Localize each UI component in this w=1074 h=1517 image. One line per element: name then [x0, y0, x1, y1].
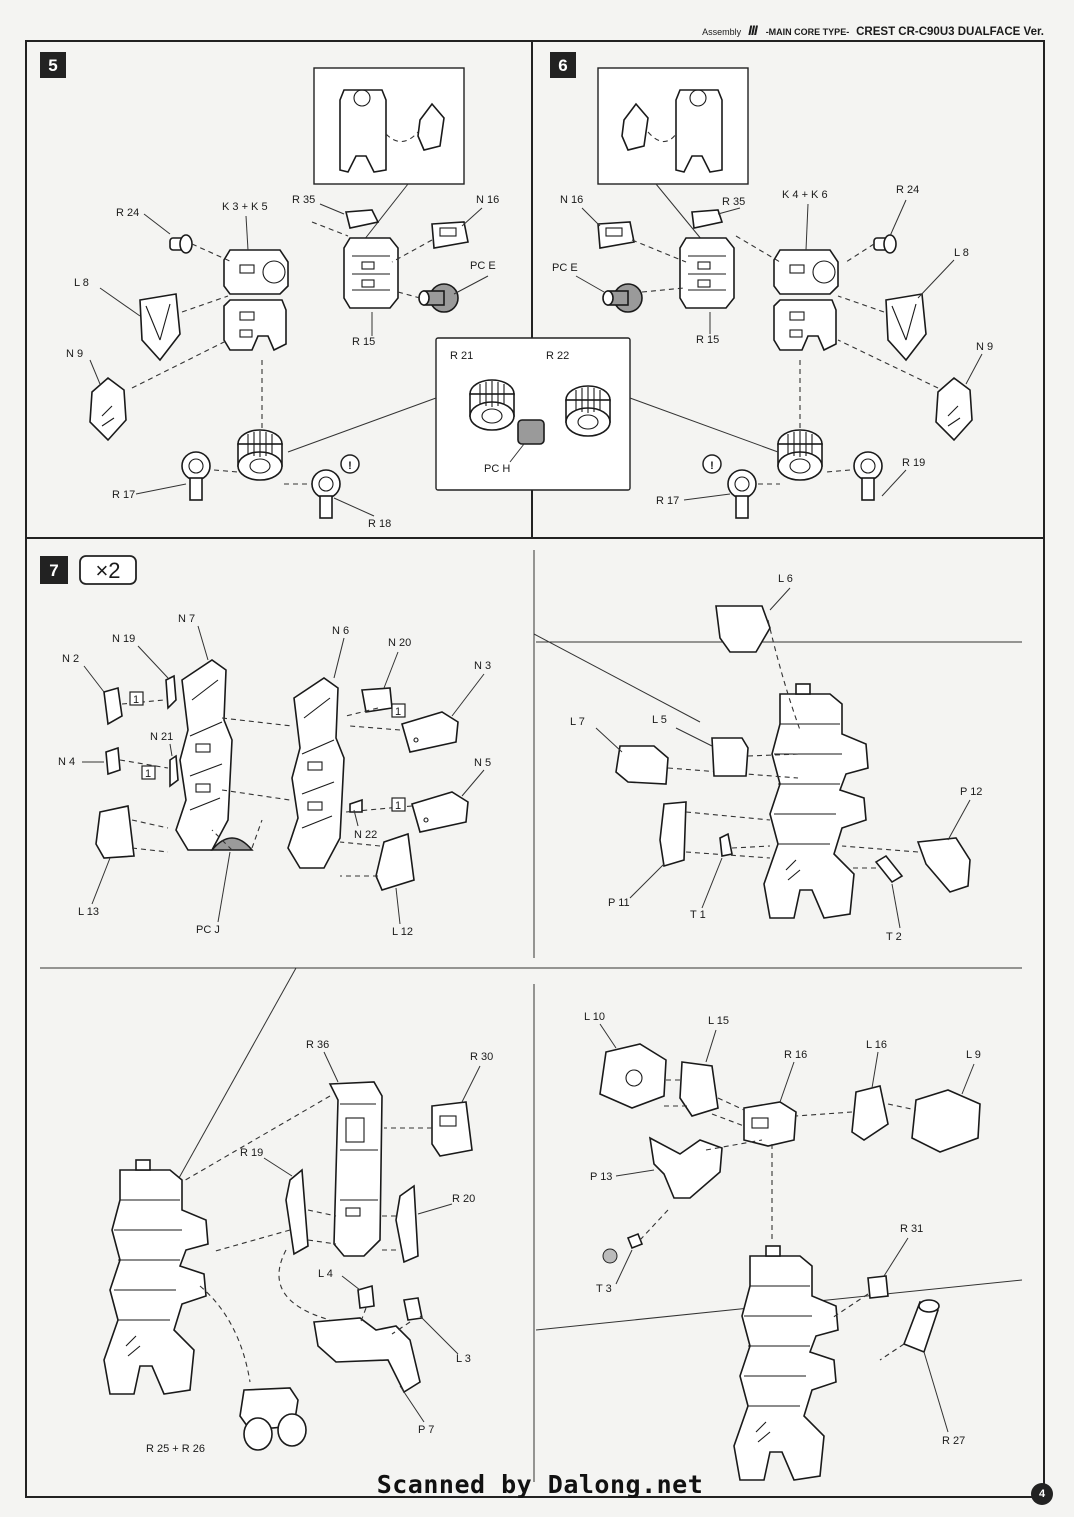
- step-7-multiplier: ×2: [79, 555, 137, 585]
- svg-text:R 16: R 16: [784, 1049, 807, 1061]
- svg-text:R 17: R 17: [112, 489, 135, 501]
- svg-text:P 13: P 13: [590, 1171, 612, 1183]
- svg-text:R 21: R 21: [450, 350, 473, 362]
- svg-text:R 24: R 24: [896, 184, 919, 196]
- svg-text:R 22: R 22: [546, 350, 569, 362]
- step-5-badge: 5: [40, 52, 66, 78]
- svg-text:R 31: R 31: [900, 1223, 923, 1235]
- svg-text:N 4: N 4: [58, 756, 75, 768]
- header-roman: III: [748, 22, 758, 38]
- svg-text:P 7: P 7: [418, 1424, 434, 1436]
- svg-text:7: 7: [49, 561, 58, 580]
- header-core-type: -MAIN CORE TYPE-: [765, 27, 850, 37]
- svg-text:R 17: R 17: [656, 495, 679, 507]
- svg-text:N 16: N 16: [560, 194, 583, 206]
- page-frame: [25, 40, 1045, 1498]
- svg-text:L 15: L 15: [708, 1015, 729, 1027]
- svg-text:L 8: L 8: [954, 247, 969, 259]
- svg-text:T 3: T 3: [596, 1283, 612, 1295]
- svg-text:R 19: R 19: [240, 1147, 263, 1159]
- svg-text:R 15: R 15: [696, 334, 719, 346]
- svg-text:K 4 + K 6: K 4 + K 6: [782, 189, 828, 201]
- svg-text:N 22: N 22: [354, 829, 377, 841]
- svg-text:N 6: N 6: [332, 625, 349, 637]
- svg-text:1: 1: [395, 706, 401, 718]
- svg-text:1: 1: [133, 694, 139, 706]
- svg-text:1: 1: [145, 768, 151, 780]
- svg-text:R 36: R 36: [306, 1039, 329, 1051]
- svg-text:R 35: R 35: [292, 194, 315, 206]
- svg-text:P 11: P 11: [608, 897, 630, 909]
- svg-text:L 16: L 16: [866, 1039, 887, 1051]
- svg-text:N 9: N 9: [66, 348, 83, 360]
- header-model: CREST CR-C90U3 DUALFACE Ver.: [856, 26, 1044, 38]
- svg-text:L 12: L 12: [392, 926, 413, 938]
- svg-text:1: 1: [395, 800, 401, 812]
- scanner-credit: Scanned by Dalong.net: [376, 1470, 704, 1499]
- page-header: Assembly III -MAIN CORE TYPE- CREST CR-C…: [560, 22, 1044, 40]
- svg-text:K 3 + K 5: K 3 + K 5: [222, 201, 268, 213]
- svg-text:5: 5: [48, 56, 57, 75]
- svg-text:N 20: N 20: [388, 637, 411, 649]
- svg-text:L 4: L 4: [318, 1268, 333, 1280]
- svg-text:N 5: N 5: [474, 757, 491, 769]
- svg-text:R 20: R 20: [452, 1193, 475, 1205]
- svg-text:N 21: N 21: [150, 731, 173, 743]
- svg-text:L 5: L 5: [652, 714, 667, 726]
- svg-text:N 7: N 7: [178, 613, 195, 625]
- svg-text:N 19: N 19: [112, 633, 135, 645]
- step-6-panel: ! N 16 R 35 K 4 + K 6 R 24 PC E L 8 R 15…: [552, 67, 993, 519]
- svg-text:R 35: R 35: [722, 196, 745, 208]
- svg-text:×2: ×2: [95, 558, 120, 583]
- step-7-panel-a: 1 1 1 1 N 7 N 19 N 2 N 21 N 4 L 1: [58, 613, 491, 938]
- svg-text:N 9: N 9: [976, 341, 993, 353]
- svg-text:!: !: [710, 460, 714, 472]
- header-assembly: Assembly: [702, 27, 742, 37]
- svg-text:R 27: R 27: [942, 1435, 965, 1447]
- svg-text:PC J: PC J: [196, 924, 220, 936]
- step-6-badge: 6: [550, 52, 576, 78]
- step-7-panel-c: R 36 R 30 R 19 R 20 L 4 L 3 P 7 R 25 + R…: [103, 1039, 493, 1455]
- svg-text:T 2: T 2: [886, 931, 902, 943]
- svg-text:N 16: N 16: [476, 194, 499, 206]
- svg-text:L 9: L 9: [966, 1049, 981, 1061]
- svg-text:L 7: L 7: [570, 716, 585, 728]
- svg-text:R 24: R 24: [116, 207, 139, 219]
- svg-text:T 1: T 1: [690, 909, 706, 921]
- svg-text:R 25 + R 26: R 25 + R 26: [146, 1443, 205, 1455]
- svg-text:R 15: R 15: [352, 336, 375, 348]
- svg-text:PC H: PC H: [484, 463, 510, 475]
- svg-text:L 3: L 3: [456, 1353, 471, 1365]
- svg-text:6: 6: [558, 56, 567, 75]
- svg-text:PC E: PC E: [552, 262, 578, 274]
- page-number: 4: [1031, 1483, 1053, 1505]
- svg-text:R 19: R 19: [902, 457, 925, 469]
- svg-text:L 6: L 6: [778, 573, 793, 585]
- svg-text:L 8: L 8: [74, 277, 89, 289]
- svg-text:R 30: R 30: [470, 1051, 493, 1063]
- svg-text:R 18: R 18: [368, 518, 391, 530]
- svg-text:PC E: PC E: [470, 260, 496, 272]
- step-7-panel-d: L 10 L 15 R 16 L 16 L 9 P 13 T 3 R 31 R …: [584, 1011, 981, 1481]
- svg-text:L 10: L 10: [584, 1011, 605, 1023]
- step-5-panel: ! R 24 K 3 + K 5 R 35 N 16 PC E L 8 R 15…: [66, 67, 631, 530]
- step-7-panel-b: L 6 L 7 L 5 P 12 P 11 T 1 T 2: [570, 573, 982, 943]
- svg-text:N 3: N 3: [474, 660, 491, 672]
- svg-text:P 12: P 12: [960, 786, 982, 798]
- step-7-badge: 7: [40, 556, 68, 584]
- svg-text:L 13: L 13: [78, 906, 99, 918]
- svg-text:!: !: [348, 460, 352, 472]
- svg-text:N 2: N 2: [62, 653, 79, 665]
